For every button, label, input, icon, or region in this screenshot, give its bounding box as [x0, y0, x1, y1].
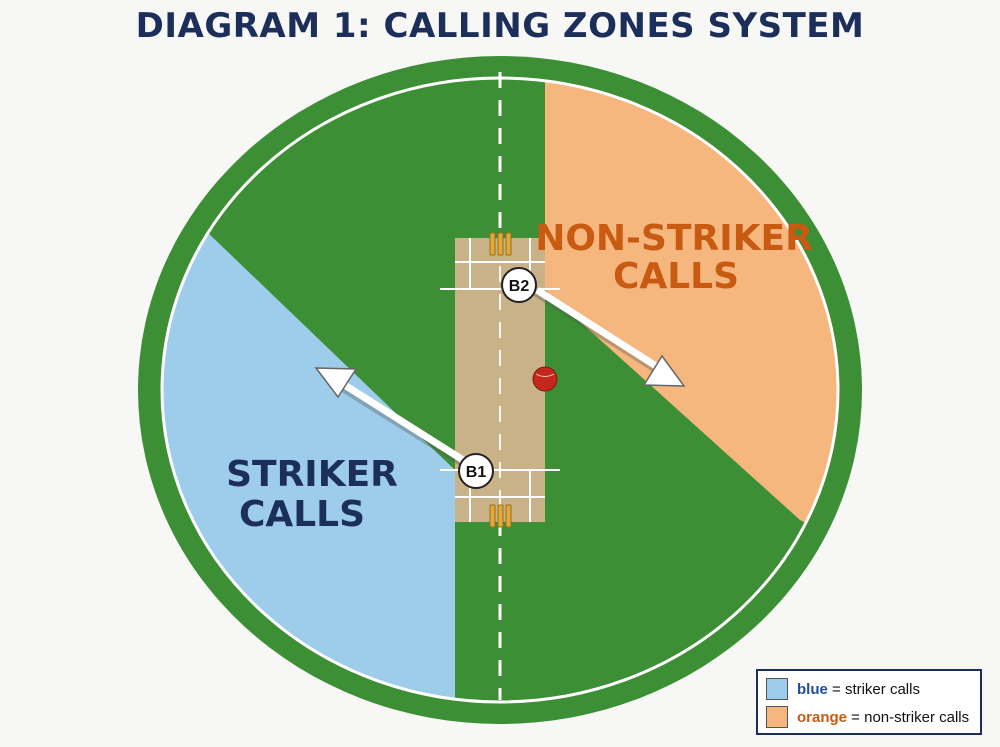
batter-b1-label: B1	[466, 464, 487, 481]
diagram-title: DIAGRAM 1: CALLING ZONES SYSTEM	[135, 6, 865, 46]
non-striker-zone-label-line1: NON-STRIKER	[535, 218, 813, 259]
bottom-stumps	[489, 504, 512, 528]
non-striker-zone-label-line2: CALLS	[613, 256, 739, 297]
legend-text-orange: = non-striker calls	[847, 708, 970, 726]
batter-b2-marker: B2	[501, 267, 537, 303]
striker-zone-label-line2: CALLS	[239, 494, 365, 535]
legend-key-blue: blue	[797, 680, 828, 698]
legend-item-orange: orange = non-striker calls	[766, 703, 972, 731]
cricket-ball-icon	[532, 366, 558, 392]
legend-swatch-orange	[766, 706, 788, 728]
batter-b2-label: B2	[509, 278, 530, 295]
legend-item-blue: blue = striker calls	[766, 675, 972, 703]
b2-arrow	[532, 287, 686, 387]
top-stumps	[489, 232, 512, 256]
b1-arrow	[314, 367, 468, 467]
legend-text-blue: = striker calls	[827, 680, 920, 698]
striker-zone-label-line1: STRIKER	[226, 454, 398, 495]
legend: blue = striker calls orange = non-strike…	[756, 669, 982, 735]
legend-swatch-blue	[766, 678, 788, 700]
legend-key-orange: orange	[797, 708, 848, 726]
batter-b1-marker: B1	[458, 453, 494, 489]
